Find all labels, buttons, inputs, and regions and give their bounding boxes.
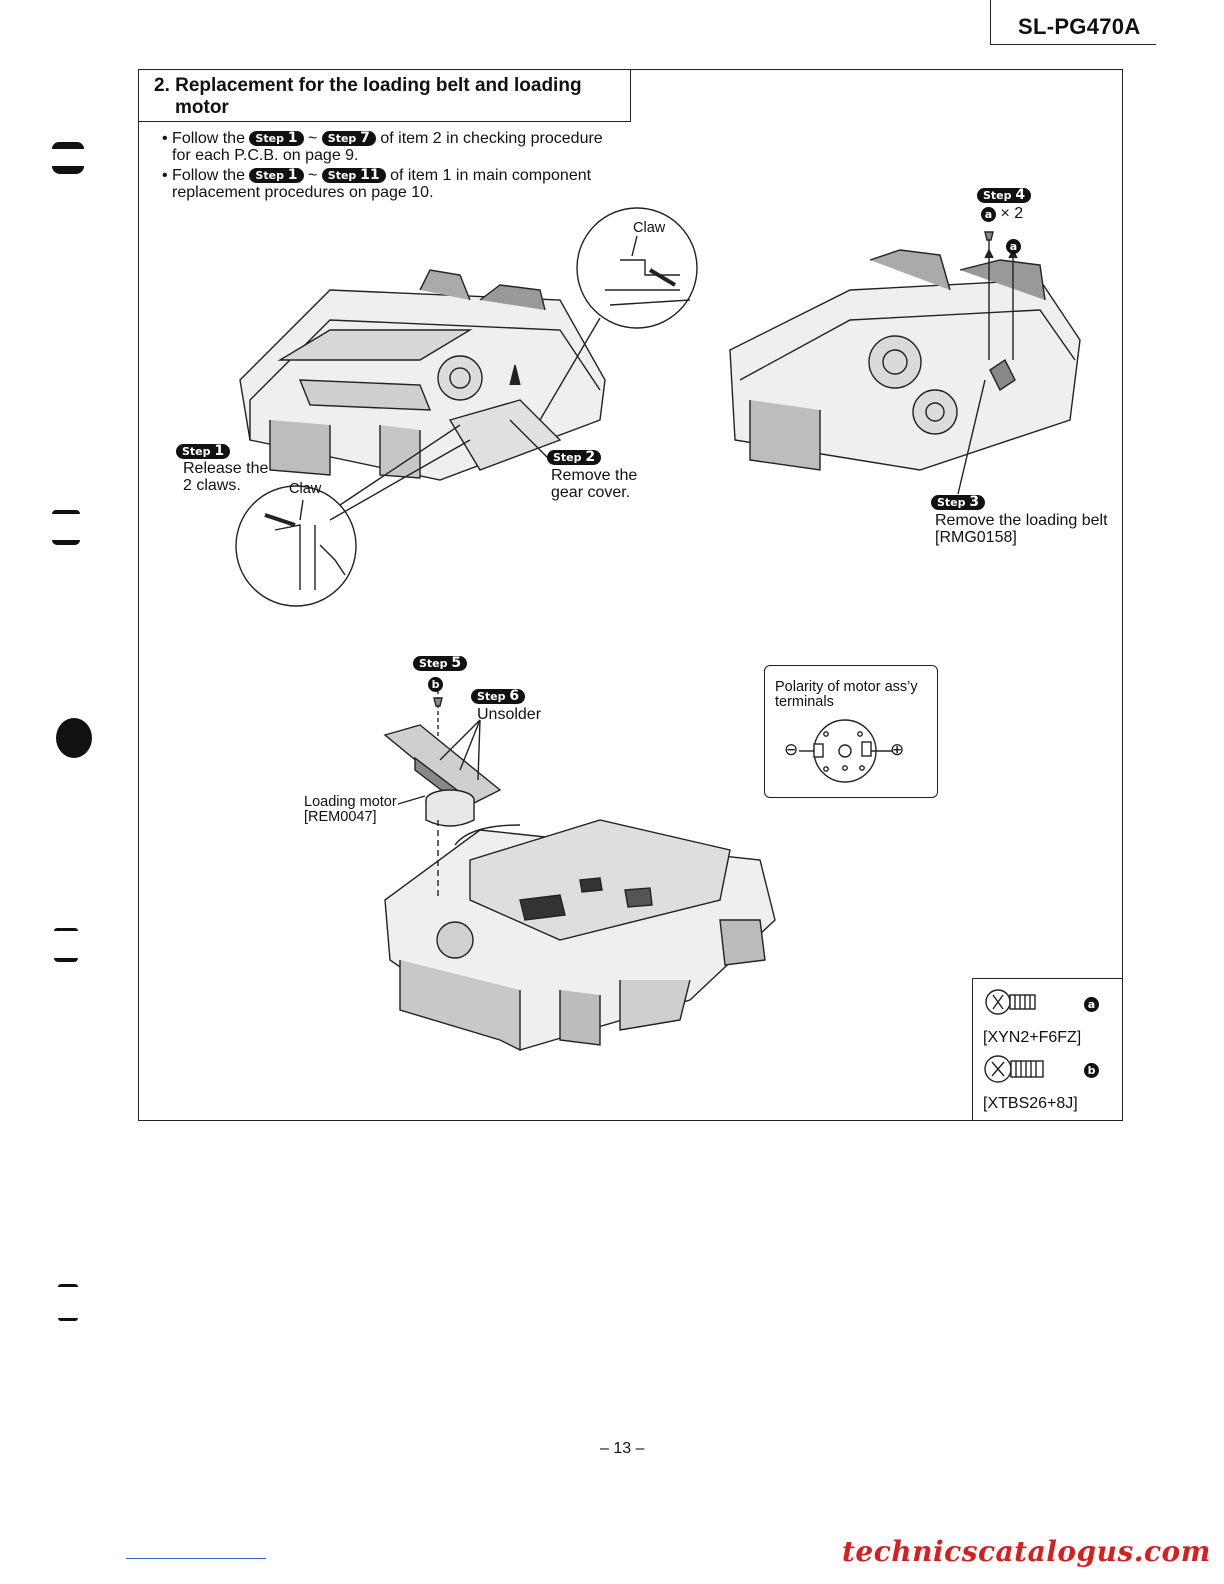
loading-motor-assembly — [383, 690, 521, 900]
instruction-2: • Follow the Step 1 ~ Step 11 of item 1 … — [162, 167, 592, 184]
motor-part: [REM0047] — [304, 809, 377, 825]
step2-badge: Step 2 — [547, 449, 602, 467]
step5-screw-marker: b — [428, 675, 443, 693]
step3-part: [RMG0158] — [935, 529, 1017, 546]
binding-mark — [58, 1284, 78, 1287]
screw-legend — [972, 978, 1122, 1120]
instruction-2-line2: replacement procedures on page 10. — [172, 184, 434, 201]
screw-b-part: [XTBS26+8J] — [983, 1095, 1078, 1112]
claw-label-bottom: Claw — [289, 481, 322, 497]
page-number: – 13 – — [600, 1440, 645, 1457]
claw-label-top: Claw — [633, 220, 666, 236]
section-title-box — [138, 69, 631, 122]
footer-rule — [126, 1558, 266, 1559]
step1-text: Release the — [183, 460, 269, 477]
section-title-cont: motor — [175, 97, 229, 118]
binding-mark — [52, 166, 84, 174]
step2-text-2: gear cover. — [551, 484, 631, 501]
mechanism-top-right — [729, 249, 1081, 471]
model-number: SL-PG470A — [1018, 14, 1141, 39]
binding-mark — [54, 928, 78, 931]
binding-mark — [52, 510, 80, 514]
polarity-box — [764, 665, 938, 798]
claw-zoom-top — [539, 207, 698, 421]
binding-mark — [52, 540, 80, 545]
instruction-1-line2: for each P.C.B. on page 9. — [172, 147, 359, 164]
instruction-1: • Follow the Step 1 ~ Step 7 of item 2 i… — [162, 130, 603, 147]
mechanism-bottom — [384, 819, 776, 1052]
model-box — [990, 0, 1156, 45]
step4-qty: a × 2 — [981, 205, 1023, 222]
binding-hole — [56, 718, 92, 758]
step6-badge: Step 6 — [471, 688, 526, 706]
plus-terminal-symbol: ⊕ — [890, 740, 905, 759]
step-badge: Step 7 — [321, 131, 376, 147]
polarity-title-2: terminals — [775, 694, 834, 710]
screw-b-drawing — [984, 1055, 1044, 1083]
minus-terminal-symbol: ⊖ — [784, 740, 799, 759]
step3-badge: Step 3 — [931, 494, 986, 512]
binding-mark — [58, 1318, 78, 1321]
step-badge: Step 1 — [249, 168, 304, 184]
step3-text: Remove the loading belt — [935, 512, 1108, 529]
motor-terminal-diagram — [799, 719, 893, 783]
watermark-url[interactable]: technicscatalogus.com — [842, 1535, 1211, 1568]
step-badge: Step 1 — [249, 131, 304, 147]
screw-a-drawing — [985, 989, 1036, 1015]
screw-a-marker: a — [981, 207, 996, 222]
step4-badge: Step 4 — [977, 187, 1032, 205]
screw-b-letter: b — [1084, 1061, 1099, 1079]
step1-badge: Step 1 — [176, 443, 231, 461]
section-title: 2. Replacement for the loading belt and … — [154, 75, 582, 96]
step5-badge: Step 5 — [413, 655, 468, 673]
screw-a-letter: a — [1084, 995, 1099, 1013]
claw-zoom-bottom — [235, 424, 471, 607]
motor-label: Loading motor — [304, 794, 397, 810]
polarity-title: Polarity of motor ass’y — [775, 679, 918, 695]
step1-text-2: 2 claws. — [183, 477, 241, 494]
binding-mark — [54, 958, 78, 962]
step6-text: Unsolder — [477, 706, 542, 723]
step4-screw-marker: a — [1006, 237, 1021, 255]
step-badge: Step 11 — [321, 168, 386, 184]
step2-text: Remove the — [551, 467, 638, 484]
binding-mark — [52, 142, 84, 149]
screw-a-part: [XYN2+F6FZ] — [983, 1029, 1082, 1046]
mechanism-top-left — [239, 269, 606, 481]
